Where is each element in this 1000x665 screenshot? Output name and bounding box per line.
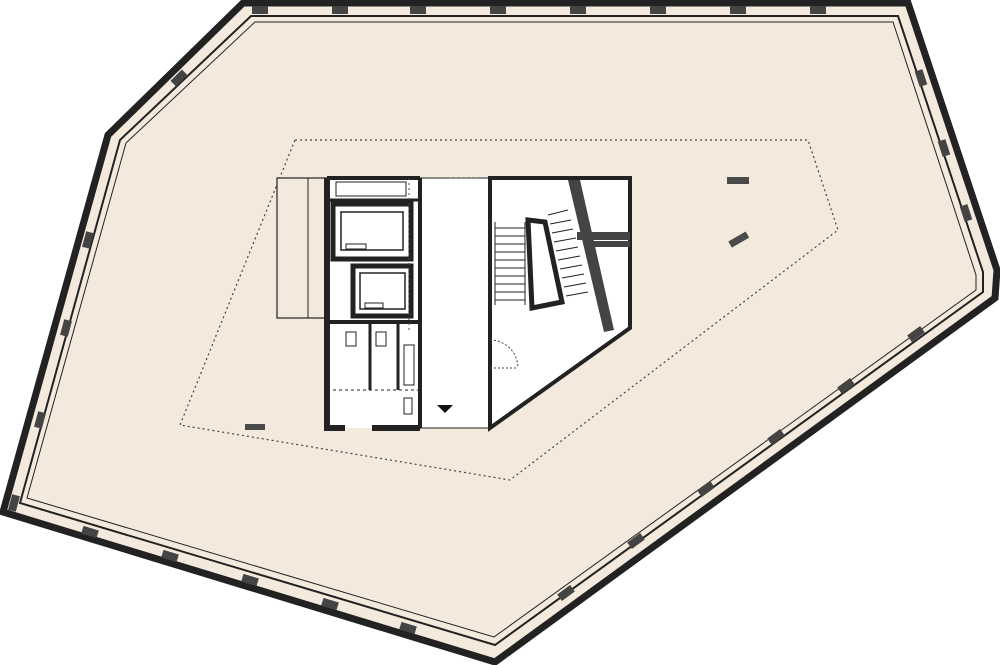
- facade-inner-line: [18, 15, 984, 647]
- down-triangle-icon: [437, 405, 453, 413]
- column-1: [727, 177, 749, 184]
- stair-well: [525, 217, 565, 312]
- stair-treads: [495, 209, 589, 301]
- building-core: [276, 176, 632, 432]
- core-corridor: [419, 177, 491, 429]
- column-2: [728, 231, 750, 248]
- column-3: [245, 424, 265, 430]
- ceiling-zone-dotted-line: [179, 139, 839, 481]
- facade-glazing-line: [26, 21, 977, 638]
- service-shaft: [276, 177, 328, 319]
